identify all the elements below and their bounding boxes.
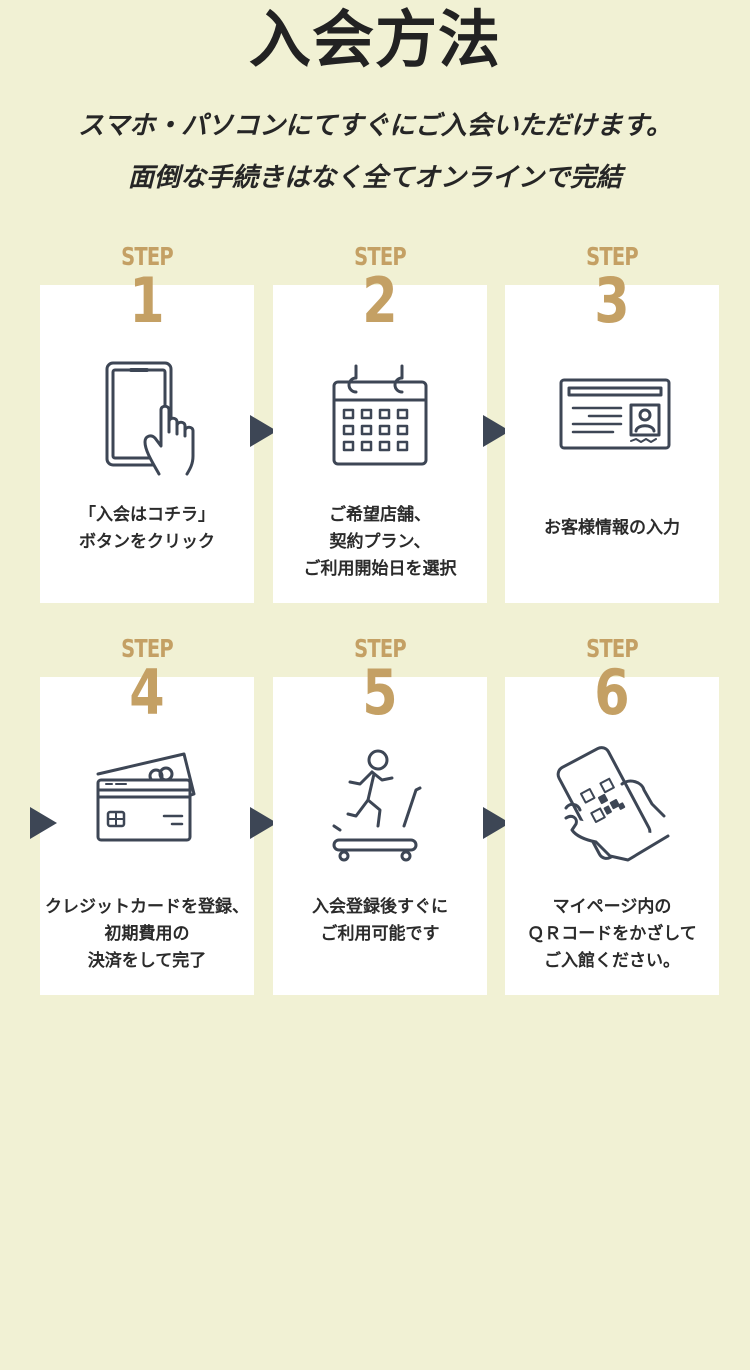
step-caption: ご希望店舗、 契約プラン、 ご利用開始日を選択 [303, 505, 457, 579]
step-label: STEP [354, 634, 407, 663]
step-label: STEP [121, 634, 174, 663]
credit-card-icon [92, 744, 206, 874]
step-card [505, 285, 719, 603]
step-card [273, 677, 487, 995]
step-caption: マイページ内の ＱＲコードをかざして ご入館ください。 [527, 897, 697, 971]
step-5: STEP 5 入会登録後すぐに ご利用可能です [273, 634, 487, 995]
step-label: STEP [354, 242, 407, 271]
step-number: 6 [594, 656, 630, 729]
step-number: 5 [362, 656, 398, 729]
step-1: STEP 1 「入会はコチラ」 ボタンをクリック [40, 242, 254, 603]
step-6: STEP 6 マイページ内の ＱＲコードをかざして ご入館ください。 [505, 634, 719, 995]
page-title: 入会方法 [248, 3, 501, 76]
step-number: 3 [594, 264, 630, 337]
step-caption: お客様情報の入力 [544, 518, 680, 538]
step-number: 2 [362, 264, 398, 337]
qr-code-phone-icon [552, 744, 672, 874]
id-card-icon [557, 352, 671, 482]
step-2: STEP 2 ご希望店舗、 契約プラン、 ご利用開始日を選択 [273, 242, 487, 603]
arrow-right-icon [250, 415, 277, 447]
step-label: STEP [586, 242, 639, 271]
arrow-right-icon [250, 807, 277, 839]
step-4: STEP 4 クレジットカードを登録、 初期費用の 決済をして完了 [40, 634, 254, 995]
treadmill-runner-icon [320, 744, 440, 874]
calendar-icon [320, 352, 440, 482]
step-caption: 「入会はコチラ」 ボタンをクリック [79, 505, 215, 552]
step-number: 1 [129, 264, 165, 337]
step-3: STEP 3 お客様情報の入力 [505, 242, 719, 603]
step-label: STEP [121, 242, 174, 271]
step-label: STEP [586, 634, 639, 663]
step-caption: クレジットカードを登録、 初期費用の 決済をして完了 [45, 897, 249, 971]
arrow-right-icon [30, 807, 57, 839]
step-caption: 入会登録後すぐに ご利用可能です [312, 897, 448, 944]
subtitle-line-1: スマホ・パソコンにてすぐにご入会いただけます。 [77, 111, 673, 141]
subtitle-line-2: 面倒な手続きはなく全てオンラインで完結 [127, 163, 622, 193]
smartphone-tap-icon [87, 352, 207, 482]
step-number: 4 [129, 656, 165, 729]
